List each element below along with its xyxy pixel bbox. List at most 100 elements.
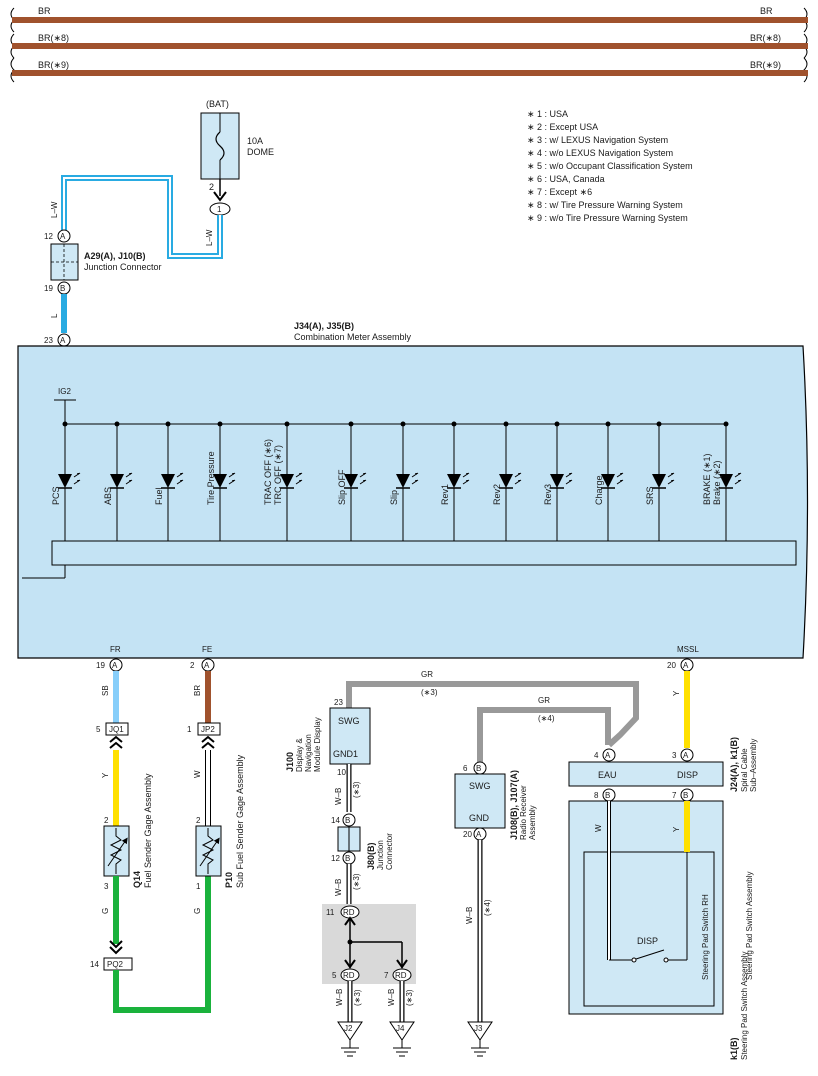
rd-conn-left: RD: [343, 971, 355, 980]
radio-swg: SWG: [469, 781, 491, 791]
spiral-pin-disp: 3: [672, 751, 677, 760]
spiral-cable: 4 A 3 A EAU DISP 8 B 7 B J24(A), k1(B) S…: [568, 737, 758, 802]
j80-name-1: Junction: [376, 840, 385, 870]
meter-subtitle: Combination Meter Assembly: [294, 332, 412, 342]
led-label: Charge: [594, 475, 604, 505]
led-label: Rev3: [543, 484, 553, 505]
display-code: J100: [285, 752, 295, 772]
radio-conn-swg: B: [476, 764, 481, 773]
br-label-left-2: BR(∗8): [38, 33, 69, 43]
display-wb: W–B: [334, 788, 343, 805]
led-icon: [58, 474, 72, 488]
led-9: Rev2: [492, 421, 522, 541]
p10-code: P10: [224, 872, 234, 888]
j80-code: J80(B): [366, 842, 376, 870]
note-8: ∗ 8 : w/ Tire Pressure Warning System: [527, 200, 683, 210]
led-6: Slip OFF: [337, 421, 367, 541]
spiral-disp: DISP: [677, 770, 698, 780]
display-wb-note: (∗3): [352, 781, 361, 798]
led-label: Fuel: [154, 487, 164, 505]
led-1: PCS: [51, 421, 81, 541]
y-wire-steering-label: Y: [672, 826, 681, 832]
led-4: Tire Pressure: [206, 421, 236, 541]
pq2-pin: 14: [90, 960, 99, 969]
note-4: ∗ 4 : w/o LEXUS Navigation System: [527, 148, 673, 158]
pin-mssl-name: MSSL: [677, 645, 699, 654]
led-icon: [110, 474, 124, 488]
br-label-right-3: BR(∗9): [750, 60, 781, 70]
fuel-sender-circuit: FR 19 A SB JQ1 5 Y 2 3 Q14 Fuel Sender G…: [90, 645, 211, 1013]
rd-note-right: (∗3): [405, 989, 414, 1006]
fuse-icon: [215, 131, 225, 161]
led-label: Rev2: [492, 484, 502, 505]
led-label-2: TRC OFF (∗7): [273, 445, 283, 505]
y-wire-mssl-label: Y: [672, 690, 681, 696]
pin-fe-conn: A: [204, 661, 210, 670]
br-line-3: [12, 70, 808, 76]
ground-j2-label: J2: [344, 1024, 353, 1033]
led-label: Slip: [389, 490, 399, 505]
junction-a29-pin-top: 12: [44, 232, 53, 241]
sb-wire-label: SB: [101, 685, 110, 696]
j80-conn-top: B: [345, 816, 350, 825]
q14-pin-top: 2: [104, 816, 109, 825]
rd-note-left: (∗3): [353, 989, 362, 1006]
led-icon: [499, 474, 513, 488]
br-line-1: [12, 17, 808, 23]
led-icon: [396, 474, 410, 488]
br-label-right-1: BR: [760, 6, 773, 16]
p10-pin-bot: 1: [196, 882, 201, 891]
switch-label: DISP: [637, 936, 658, 946]
led-icon: [652, 474, 666, 488]
gr-label-4: GR: [538, 696, 550, 705]
y-wire-label: Y: [101, 772, 110, 778]
led-icon: [601, 474, 615, 488]
led-7: Slip: [389, 421, 419, 541]
connector-arrow-icon-3: [396, 959, 408, 969]
ground-icon-3: [471, 1047, 489, 1057]
junction-j80: 14 B B 12 J80(B) Junction Connector W–B …: [331, 813, 394, 905]
gr-wires: GR (∗3) GR (∗4): [346, 670, 639, 762]
steering-inner-label: Steering Pad Switch RH: [701, 894, 710, 980]
ground-j4-label: J4: [396, 1024, 405, 1033]
led-icon: [280, 474, 294, 488]
meter-title: J34(A), J35(B): [294, 321, 354, 331]
pin-fr-name: FR: [110, 645, 121, 654]
spiral-conn-disp-b: B: [683, 791, 688, 800]
junction-a29-conn-b: B: [60, 284, 65, 293]
j80-name-2: Connector: [385, 833, 394, 870]
display-pin-swg: 23: [334, 698, 343, 707]
connector-chevron-icon-2: [109, 940, 123, 955]
steering-code: k1(B): [729, 1037, 739, 1060]
rd-pin-top: 11: [326, 908, 335, 917]
note-9: ∗ 9 : w/o Tire Pressure Warning System: [527, 213, 688, 223]
radio-code: J108(B), J107(A): [509, 770, 519, 840]
spiral-name-2: Sub–Assembly: [749, 739, 758, 792]
steering-pad-switch: W Y DISP Steering Pad Switch RH Steering…: [568, 800, 754, 1061]
steering-name-2: Steering Pad Switch Assembly: [740, 952, 749, 1061]
fuse-pin-in: 2: [209, 182, 214, 192]
connector-chevron-icon: [109, 735, 123, 749]
junction-a29: A 12 B 19 A29(A), J10(B) Junction Connec…: [44, 229, 162, 295]
spiral-pin-eau: 4: [594, 751, 599, 760]
junction-a29-title: A29(A), J10(B): [84, 251, 146, 261]
radio-conn-gnd: A: [476, 830, 482, 839]
dome-fuse: (BAT) 10A DOME 2 1: [200, 99, 274, 216]
grounds: J2 J4 J3: [337, 1021, 493, 1057]
p10-pin-top: 2: [196, 816, 201, 825]
radio-gnd: GND: [469, 813, 490, 823]
l-wire-label: L: [50, 313, 59, 318]
display-name-2: Navigation: [304, 734, 313, 772]
fuse-pin-out: 1: [217, 205, 222, 214]
led-icon: [719, 474, 733, 488]
junction-a29-subtitle: Junction Connector: [84, 262, 162, 272]
led-3: Fuel: [154, 421, 184, 541]
q14-pin-bot: 3: [104, 882, 109, 891]
sub-fuel-sender-circuit: FE 2 A BR JP2 1 W 2 1 P10 Sub Fuel Sende…: [187, 645, 245, 914]
variable-resistor-icon: [109, 828, 123, 874]
gr-wire-3: [346, 681, 639, 748]
jp2-label: JP2: [201, 725, 215, 734]
note-2: ∗ 2 : Except USA: [527, 122, 598, 132]
radio-receiver: 6 B SWG GND 20 A J108(B), J107(A) Radio …: [454, 761, 537, 1022]
